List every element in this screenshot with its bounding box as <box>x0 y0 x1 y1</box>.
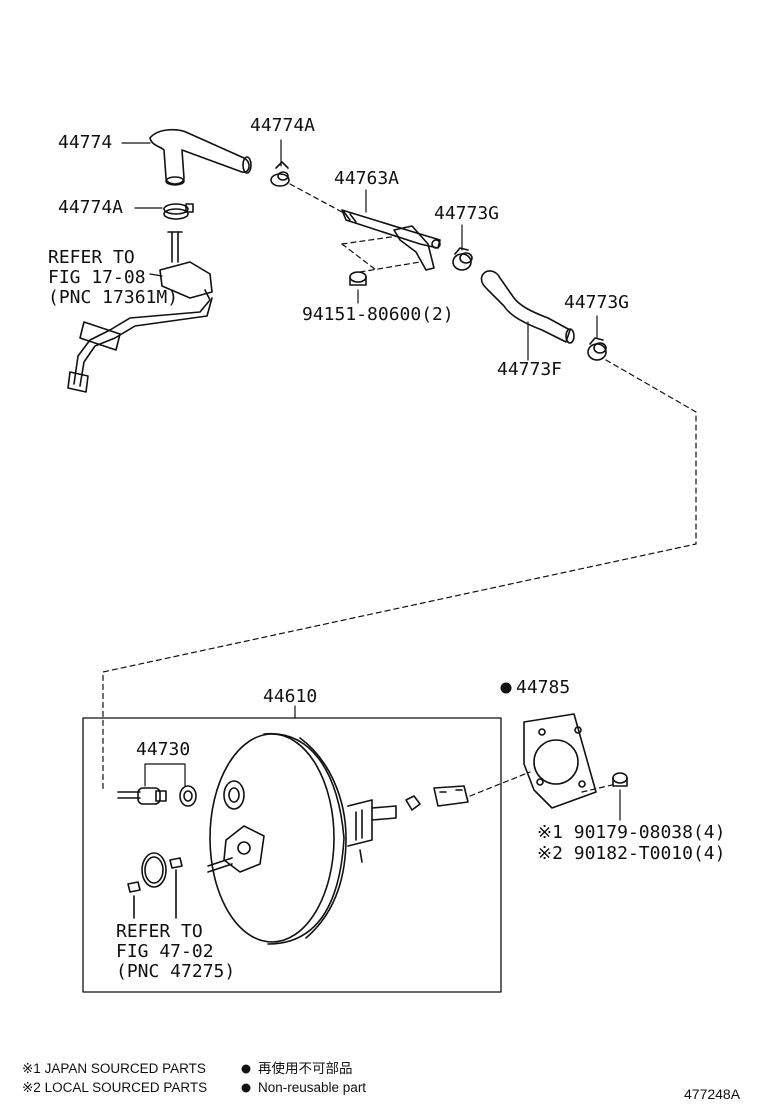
refer-upper-line1: REFER TO <box>48 247 135 268</box>
clamp-44773g-right <box>587 337 607 361</box>
refer-upper-line2: FIG 17-08 <box>48 267 146 288</box>
legend-local-sourced: ※2 LOCAL SOURCED PARTS <box>22 1080 208 1095</box>
refer-lower-parts <box>127 852 183 919</box>
label-90182: ※2 90182-T0010(4) <box>537 843 726 864</box>
non-reusable-bullet <box>500 682 512 694</box>
legend-non-reusable-jp: 再使用不可部品 <box>258 1061 353 1076</box>
label-44774a-right: 44774A <box>250 115 316 136</box>
label-44773f: 44773F <box>497 359 563 380</box>
refer-lower-line3: (PNC 47275) <box>116 961 236 982</box>
refer-upper: REFER TO FIG 17-08 (PNC 17361M) <box>48 248 178 308</box>
label-44773g-right: 44773G <box>564 292 630 313</box>
label-90179: ※1 90179-08038(4) <box>537 822 726 843</box>
hose-44774 <box>149 128 252 186</box>
clamp-44773g-middle <box>452 247 473 271</box>
clevis-parts <box>405 785 469 811</box>
label-44763a: 44763A <box>334 168 400 189</box>
union-44763a <box>341 209 441 271</box>
label-44773g-middle: 44773G <box>434 203 500 224</box>
refer-lower: REFER TO FIG 47-02 (PNC 47275) <box>116 922 235 982</box>
label-44774: 44774 <box>58 132 113 153</box>
legend-japan-sourced: ※1 JAPAN SOURCED PARTS <box>22 1061 206 1076</box>
nut-90179 <box>612 772 628 787</box>
vacuum-pipe <box>67 231 213 393</box>
refer-lower-line1: REFER TO <box>116 921 203 942</box>
label-94151: 94151-80600(2) <box>302 304 454 325</box>
refer-lower-line2: FIG 47-02 <box>116 941 214 962</box>
clamp-44774a-left <box>163 203 194 220</box>
booster-box <box>82 717 502 993</box>
brake-booster-44610 <box>207 733 397 945</box>
legend-non-reusable-en: Non-reusable part <box>258 1080 367 1095</box>
hose-44773f <box>480 270 575 344</box>
gasket-44785 <box>523 713 597 809</box>
refer-upper-line3: (PNC 17361M) <box>48 287 179 308</box>
clamp-44774a-right <box>270 161 290 187</box>
label-44730: 44730 <box>136 739 191 760</box>
label-44610: 44610 <box>263 686 318 707</box>
label-44785: 44785 <box>516 677 571 698</box>
label-44774a-left: 44774A <box>58 197 124 218</box>
check-valve-44730 <box>117 785 197 807</box>
diagram-id: 477248A <box>684 1086 741 1102</box>
nut-94151 <box>349 271 367 286</box>
legend-bullet-1 <box>241 1064 251 1074</box>
legend-bullet-2 <box>241 1083 251 1093</box>
